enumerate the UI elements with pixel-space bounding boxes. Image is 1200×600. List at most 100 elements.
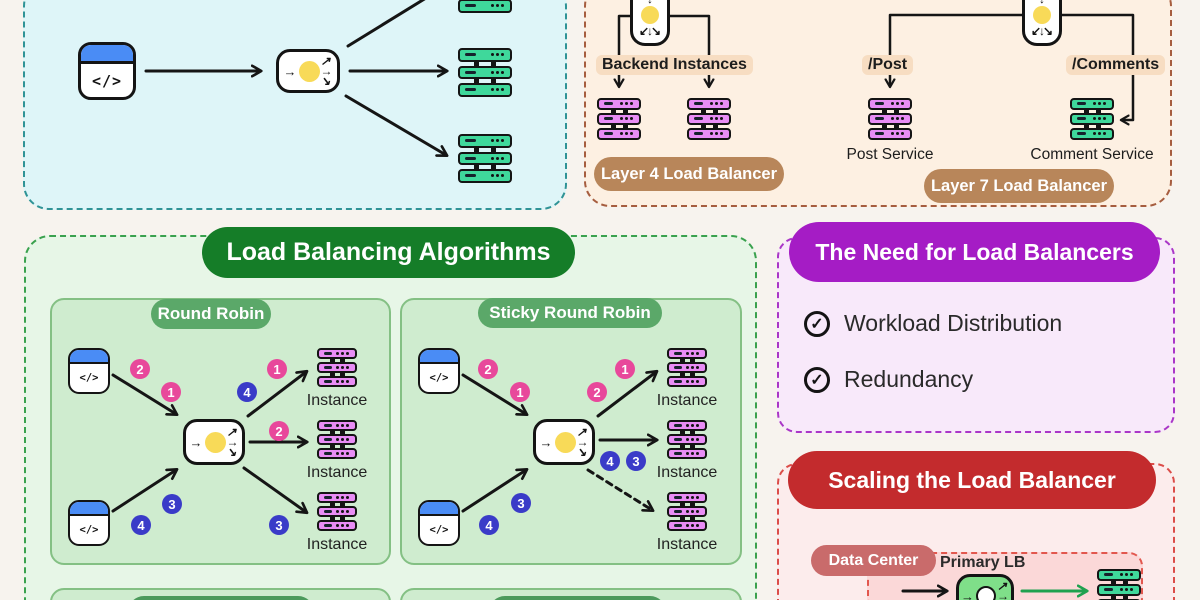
instance-label: Instance — [306, 464, 368, 481]
server-slab — [1070, 113, 1114, 125]
server-stack-green — [1097, 569, 1141, 600]
instance-label: Instance — [306, 536, 368, 553]
client-icon: </> — [418, 500, 460, 546]
server-slab — [458, 134, 512, 148]
request-badge: 3 — [162, 494, 182, 514]
server-slab — [1097, 584, 1141, 596]
instance-stack — [667, 420, 707, 459]
arrow-fan-down-icon: ↙↓↘ — [1030, 24, 1053, 38]
server-slab — [687, 98, 731, 110]
request-badge: 1 — [267, 359, 287, 379]
lb-node-icon — [554, 431, 576, 453]
layer7-lb-icon: ↓ ↙↓↘ — [1022, 0, 1062, 46]
client-titlebar — [420, 502, 458, 516]
server-slab — [667, 434, 707, 445]
request-badge: 3 — [511, 493, 531, 513]
request-badge: 1 — [161, 382, 181, 402]
server-slab — [317, 448, 357, 459]
backend-instances-label: Backend Instances — [596, 55, 753, 75]
server-slab — [687, 113, 731, 125]
client-titlebar — [70, 350, 108, 364]
load-balancer-icon: → ↗ → ↘ — [533, 419, 595, 465]
server-stack-green — [458, 134, 512, 183]
check-icon: ✓ — [804, 310, 830, 337]
request-badge: 4 — [237, 382, 257, 402]
comment-service-stack — [1070, 98, 1114, 140]
lb-node-icon — [298, 60, 320, 82]
cutoff-pill-left — [128, 596, 314, 600]
arrow-right-icon: → — [576, 435, 589, 449]
request-badge: 3 — [626, 451, 646, 471]
server-slab — [317, 348, 357, 359]
arrow-fan-icon: ↗ → ↘ — [226, 425, 239, 459]
server-slab — [667, 362, 707, 373]
lb-node-icon — [1033, 6, 1051, 24]
request-badge: 2 — [478, 359, 498, 379]
server-slab — [597, 98, 641, 110]
instance-label: Instance — [656, 392, 718, 409]
server-slab — [597, 128, 641, 140]
server-slab — [667, 492, 707, 503]
need-item-label: Workload Distribution — [844, 310, 1063, 336]
request-badge: 1 — [510, 382, 530, 402]
layer4-pill: Layer 4 Load Balancer — [594, 157, 784, 191]
scaling-title-pill: Scaling the Load Balancer — [788, 451, 1156, 509]
server-slab — [317, 520, 357, 531]
request-badge: 4 — [600, 451, 620, 471]
code-glyph: </> — [429, 372, 449, 384]
arrow-up-right-icon: ↗ — [997, 579, 1008, 593]
need-title-pill: The Need for Load Balancers — [789, 222, 1160, 282]
server-slab — [1097, 569, 1141, 581]
lb-node-icon — [641, 6, 659, 24]
arrow-fan-icon: ↗ → ↘ — [997, 579, 1009, 600]
server-slab — [458, 151, 512, 165]
check-icon: ✓ — [804, 366, 830, 393]
arrow-in-icon: → — [283, 63, 297, 79]
post-route-label: /Post — [862, 55, 914, 75]
server-slab — [868, 113, 912, 125]
arrow-up-right-icon: ↗ — [226, 425, 237, 439]
algorithms-title-pill: Load Balancing Algorithms — [202, 227, 575, 278]
code-glyph: </> — [79, 524, 99, 536]
request-badge: 4 — [131, 515, 151, 535]
load-balancer-icon: → ↗ → ↘ — [183, 419, 245, 465]
instance-stack — [317, 492, 357, 531]
server-stack-purple — [687, 98, 731, 140]
server-slab — [1070, 128, 1114, 140]
server-slab — [458, 65, 512, 79]
arrow-right-icon: → — [320, 64, 333, 78]
server-slab — [317, 376, 357, 387]
server-stack-green — [458, 48, 512, 97]
client-icon: </> — [78, 42, 136, 100]
primary-lb-label: Primary LB — [940, 554, 1026, 571]
layer7-pill: Layer 7 Load Balancer — [924, 169, 1114, 203]
server-slab — [667, 348, 707, 359]
server-slab — [458, 48, 512, 62]
arrow-down-icon: ↓ — [1039, 0, 1045, 6]
post-service-label: Post Service — [846, 146, 934, 163]
client-titlebar — [70, 502, 108, 516]
instance-stack — [667, 492, 707, 531]
server-slab — [597, 113, 641, 125]
cutoff-pill-right — [489, 596, 666, 600]
arrow-up-right-icon: ↗ — [320, 54, 331, 68]
comments-route-label: /Comments — [1066, 55, 1166, 75]
server-slab — [317, 362, 357, 373]
arrow-down-icon: ↓ — [647, 0, 653, 6]
load-balancer-icon: → ↗ → ↘ — [276, 49, 340, 93]
server-slab — [458, 169, 512, 183]
server-slab — [667, 376, 707, 387]
request-badge: 1 — [615, 359, 635, 379]
primary-lb-icon: → ↗ → ↘ — [956, 574, 1014, 600]
arrow-in-icon: → — [189, 434, 203, 450]
instance-label: Instance — [656, 464, 718, 481]
server-slab — [317, 420, 357, 431]
instance-label: Instance — [656, 536, 718, 553]
sticky-round-robin-pill: Sticky Round Robin — [478, 298, 662, 328]
client-icon: </> — [418, 348, 460, 394]
lb-node-icon — [204, 431, 226, 453]
arrow-down-right-icon: ↘ — [226, 445, 237, 459]
arrow-up-right-icon: ↗ — [576, 425, 587, 439]
server-slab — [458, 83, 512, 97]
need-item: ✓ Redundancy — [804, 366, 1062, 393]
